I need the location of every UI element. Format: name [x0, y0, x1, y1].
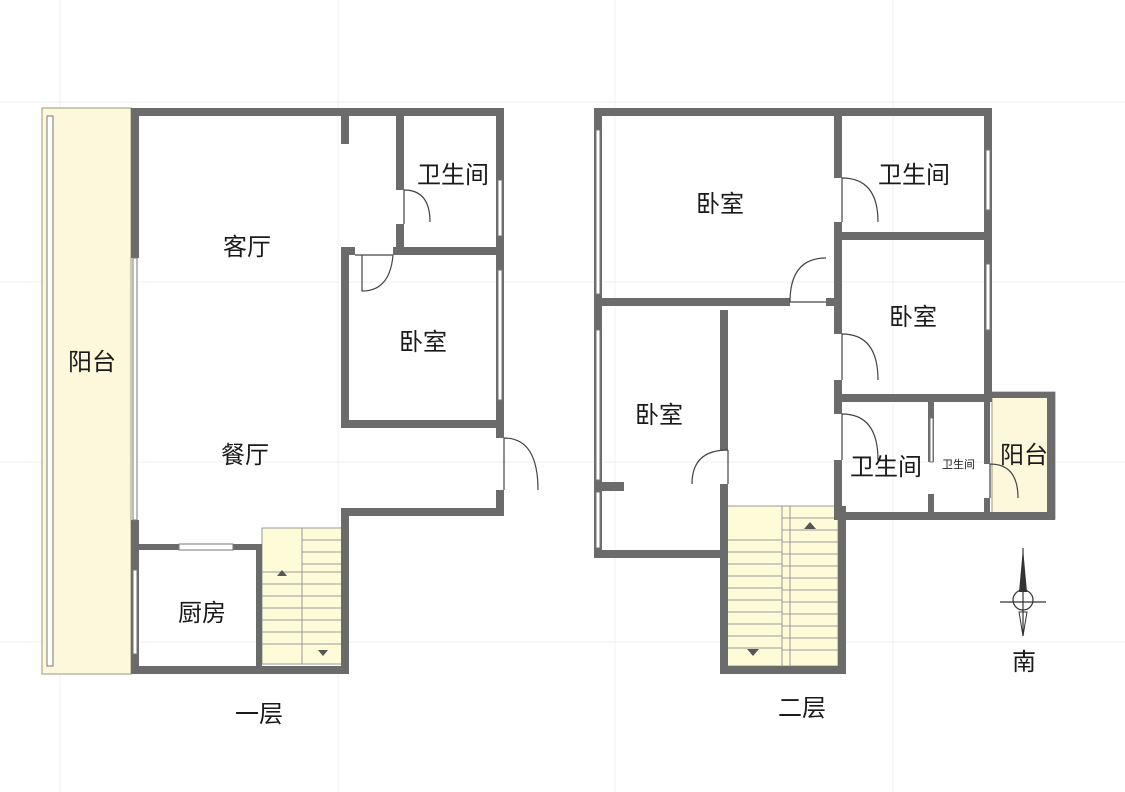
first-floor-balcony-label: 阳台 [68, 348, 116, 376]
second-floor-balcony-label: 阳台 [1000, 441, 1048, 469]
compass-direction-label: 南 [1012, 648, 1036, 676]
first-floor-caption: 一层 [235, 700, 283, 728]
second-floor-bedroom-left-label: 卧室 [635, 401, 683, 429]
second-floor-walls [594, 108, 1055, 674]
first-floor-walls [131, 108, 504, 674]
second-floor-bathroom-bottom-label: 卫生间 [850, 453, 922, 481]
second-floor-bathroom-top-right-label: 卫生间 [878, 161, 950, 189]
first-floor-kitchen-label: 厨房 [178, 599, 226, 627]
second-floor-bathroom-small-label: 卫生间 [942, 457, 975, 471]
first-floor-bedroom-label: 卧室 [399, 328, 447, 356]
second-floor-bedroom-right-label: 卧室 [889, 303, 937, 331]
second-floor-stairs [726, 505, 839, 667]
second-floor-bedroom-top-left-label: 卧室 [696, 190, 744, 218]
first-floor-dining-room-label: 餐厅 [221, 441, 269, 469]
second-floor-caption: 二层 [778, 694, 826, 722]
second-floor-balcony [991, 391, 1056, 520]
first-floor-balcony [41, 107, 132, 675]
compass: 南 [1000, 548, 1046, 676]
first-floor-bathroom-label: 卫生间 [417, 161, 489, 189]
first-floor: 阳台 客厅 餐厅 卫生间 卧室 厨房 一层 [41, 107, 539, 728]
second-floor: 卧室 卫生间 卧室 卧室 卫生间 卫生间 阳台 二层 [594, 108, 1056, 722]
first-floor-living-room-label: 客厅 [223, 233, 271, 261]
first-floor-stairs [261, 527, 345, 665]
